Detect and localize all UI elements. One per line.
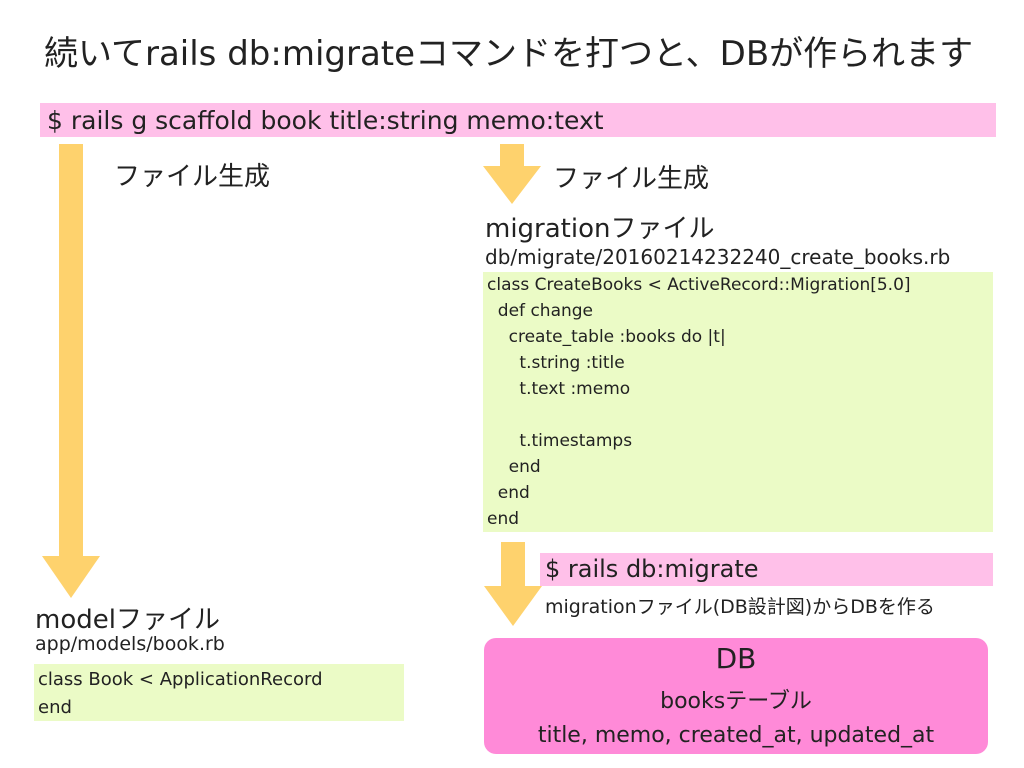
model-path: app/models/book.rb <box>35 633 225 655</box>
database-box: DB booksテーブル title, memo, created_at, up… <box>484 638 988 754</box>
migrate-caption: migrationファイル(DB設計図)からDBを作る <box>545 596 935 618</box>
migration-code-block: class CreateBooks < ActiveRecord::Migrat… <box>483 272 993 532</box>
database-heading: DB <box>715 642 757 675</box>
database-columns: title, memo, created_at, updated_at <box>537 723 935 748</box>
code-line: end <box>487 509 520 529</box>
arrow-to-db <box>484 542 542 626</box>
arrow-to-model <box>42 144 100 598</box>
code-line: class Book < ApplicationRecord <box>38 669 323 690</box>
code-line: end <box>487 483 530 503</box>
code-line: t.string :title <box>487 353 625 373</box>
model-heading: modelファイル <box>35 605 220 635</box>
scaffold-command-bar <box>40 103 996 137</box>
migration-path: db/migrate/20160214232240_create_books.r… <box>485 245 951 269</box>
generate-label-right: ファイル生成 <box>553 164 710 194</box>
migration-heading: migrationファイル <box>485 214 715 244</box>
arrow-to-migration <box>483 144 541 204</box>
generate-label-left: ファイル生成 <box>114 162 271 192</box>
code-line: def change <box>487 301 594 321</box>
code-line: t.timestamps <box>487 431 633 451</box>
code-line: class CreateBooks < ActiveRecord::Migrat… <box>487 275 911 295</box>
model-code-block: class Book < ApplicationRecord end <box>34 664 404 721</box>
scaffold-command: $ rails g scaffold book title:string mem… <box>47 106 604 135</box>
code-line: create_table :books do |t| <box>487 327 726 347</box>
code-line: end <box>487 457 541 477</box>
code-line: t.text :memo <box>487 379 631 399</box>
migrate-command: $ rails db:migrate <box>545 555 759 583</box>
migrate-command-bar <box>540 553 993 586</box>
database-table-name: booksテーブル <box>660 689 812 714</box>
code-line: end <box>38 697 72 718</box>
slide-title: 続いてrails db:migrateコマンドを打つと、DBが作られます <box>44 34 974 74</box>
